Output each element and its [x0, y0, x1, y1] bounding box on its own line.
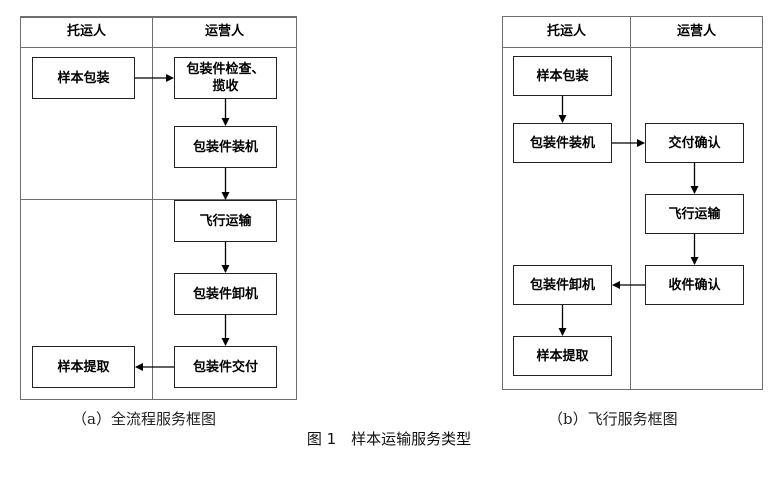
lane-header-operator: 运营人	[676, 24, 716, 39]
node-package-unloading: 包装件卸机	[174, 273, 277, 315]
node-receipt-confirm: 收件确认	[645, 265, 744, 305]
lane-header-operator: 运营人	[204, 24, 244, 39]
lane-header-line	[503, 47, 762, 48]
swimlane-panel-b: 托运人 运营人	[502, 16, 763, 390]
lane-divider	[630, 17, 631, 389]
node-handover-confirm: 交付确认	[645, 123, 744, 163]
node-package-loading: 包装件装机	[513, 123, 612, 163]
node-package-loading: 包装件装机	[174, 126, 277, 168]
node-flight-transport: 飞行运输	[174, 200, 277, 242]
figure-title: 图 1 样本运输服务类型	[306, 430, 472, 448]
caption-b: （b）飞行服务框图	[548, 410, 678, 428]
node-package-inspect-collect: 包装件检查、揽收	[174, 57, 277, 99]
node-sample-packing: 样本包装	[32, 57, 135, 99]
node-sample-packing: 样本包装	[513, 56, 612, 96]
lane-header-line	[21, 47, 296, 48]
caption-a: （a）全流程服务框图	[72, 410, 216, 428]
swimlane-panel-a: 托运人 运营人	[20, 16, 297, 400]
node-sample-extraction: 样本提取	[513, 336, 612, 376]
lane-header-shipper: 托运人	[66, 24, 106, 39]
node-sample-extraction: 样本提取	[32, 346, 135, 388]
node-package-delivery: 包装件交付	[174, 346, 277, 388]
lane-header-shipper: 托运人	[546, 24, 586, 39]
node-package-unloading: 包装件卸机	[513, 265, 612, 305]
node-flight-transport: 飞行运输	[645, 194, 744, 234]
lane-divider	[152, 17, 153, 399]
